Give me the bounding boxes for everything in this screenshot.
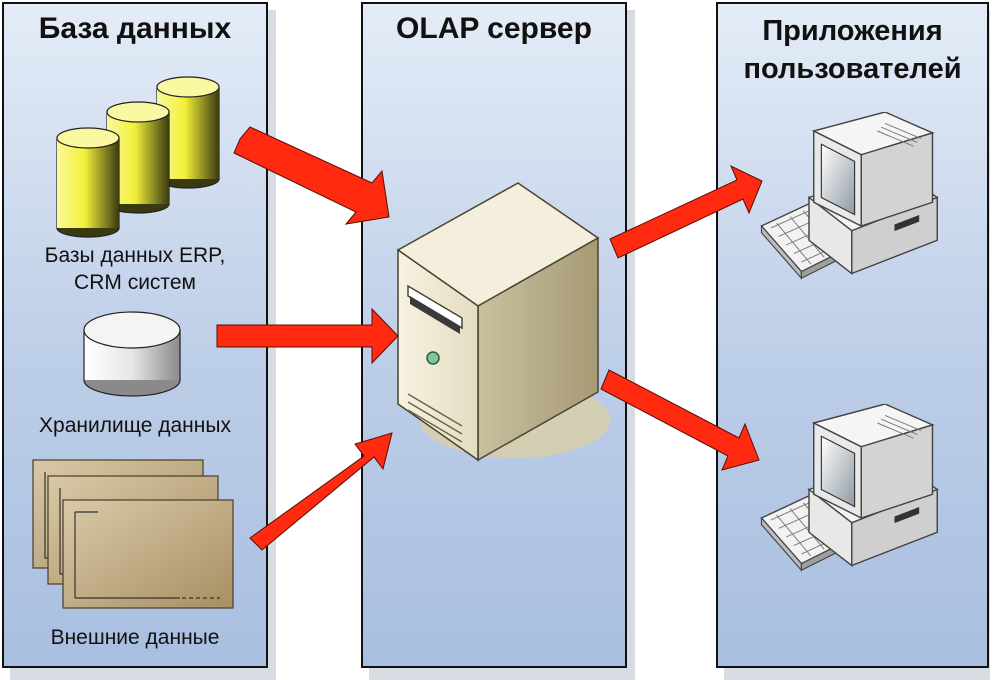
- apps-panel-title: Приложения пользователей: [718, 12, 987, 88]
- apps-panel-title-line1: Приложения: [762, 15, 943, 47]
- server-tower-icon: [396, 182, 610, 462]
- desktop-computer-icon: [760, 404, 938, 571]
- apps-panel-title-line2: пользователей: [743, 53, 962, 85]
- database-cylinders-icon: [56, 76, 220, 238]
- erp-caption-line1: Базы данных ERP,: [44, 244, 226, 267]
- arrow-icon: [233, 126, 390, 225]
- external-caption: Внешние данные: [50, 626, 220, 649]
- document-stack-icon: [32, 459, 234, 609]
- arrow-icon: [249, 432, 393, 551]
- arrow-icon: [216, 307, 399, 365]
- arrow-icon: [609, 164, 763, 259]
- desktop-computer-icon: [760, 112, 938, 279]
- storage-cylinder-icon: [83, 311, 181, 397]
- olap-panel-title: OLAP сервер: [396, 12, 592, 45]
- arrow-icon: [600, 369, 760, 471]
- erp-caption-line2: CRM систем: [74, 271, 196, 294]
- warehouse-caption: Хранилище данных: [39, 414, 231, 437]
- database-panel-title: База данных: [38, 12, 232, 45]
- erp-caption: Базы данных ERP, CRM систем: [10, 242, 260, 296]
